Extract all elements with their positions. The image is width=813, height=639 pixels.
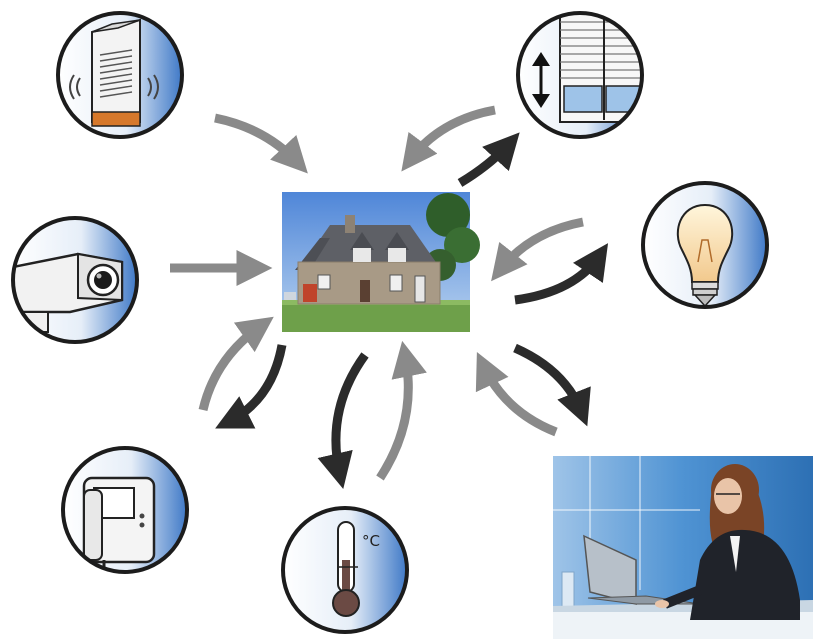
thermometer-unit: °C [362, 532, 380, 550]
heater-node[interactable] [56, 11, 184, 139]
arrow-heater-to-house [214, 113, 308, 174]
arrow-thermostat-to-house [376, 340, 427, 481]
arrow-intercom-to-house [198, 316, 274, 412]
arrow-house-to-shutter [457, 132, 520, 187]
intercom-node[interactable] [61, 446, 189, 580]
arrow-house-to-thermostat [317, 352, 369, 490]
shutter-node[interactable] [516, 10, 650, 139]
house-photo [282, 192, 480, 332]
thermometer-icon: °C [332, 521, 380, 617]
arrow-light-to-house [491, 217, 584, 282]
office-photo [553, 456, 813, 639]
thermostat-node[interactable]: °C [281, 506, 409, 634]
light-node[interactable] [641, 181, 769, 309]
arrows [170, 105, 609, 490]
arrow-house-to-light [514, 243, 609, 305]
light-bulb-icon [676, 203, 734, 307]
arrow-house-to-intercom [215, 344, 287, 429]
arrow-office-to-house [475, 351, 558, 437]
camera-node[interactable] [8, 216, 139, 344]
heater-icon [69, 18, 159, 127]
arrow-house-to-office [513, 343, 591, 427]
security-camera-icon [13, 252, 124, 340]
arrow-shutter-to-house [401, 105, 496, 172]
intercom-icon [82, 476, 156, 572]
